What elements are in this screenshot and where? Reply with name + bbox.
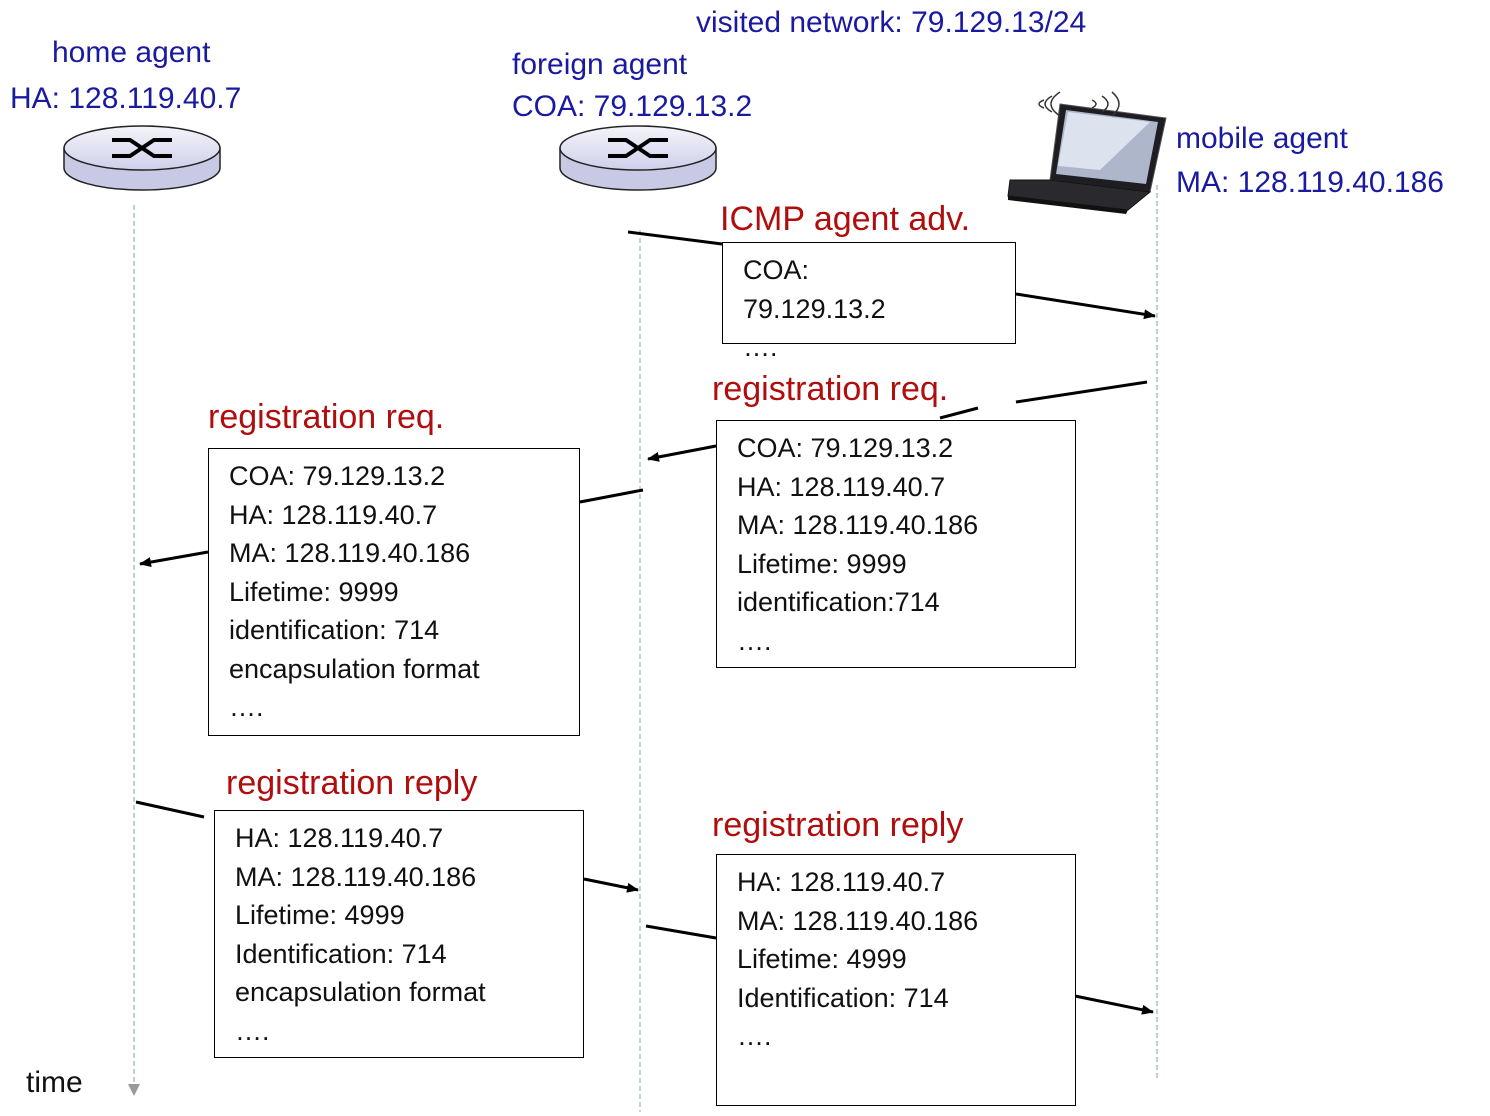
foreign-agent-address: COA: 79.129.13.2 [512, 90, 753, 123]
icmp-adv-message: COA: 79.129.13.2 …. [722, 242, 1016, 362]
message-line: COA: [743, 255, 810, 285]
reg-reply-foreign-message: HA: 128.119.40.7 MA: 128.119.40.186 Life… [716, 854, 1076, 1106]
message-line: HA: 128.119.40.7 [737, 867, 946, 897]
reg-req-mobile-message: COA: 79.129.13.2 HA: 128.119.40.7 MA: 12… [716, 420, 1076, 668]
message-line: MA: 128.119.40.186 [737, 905, 979, 936]
message-line: HA: 128.119.40.7 [235, 823, 444, 853]
message-line: identification:714 [737, 587, 940, 617]
visited-network-label: visited network: 79.129.13/24 [696, 6, 1087, 39]
message-line: identification: 714 [229, 615, 440, 645]
icmp-arrow-in [627, 230, 723, 246]
reg-reply-home-message: HA: 128.119.40.7 MA: 128.119.40.186 Life… [214, 810, 584, 1058]
message-line: …. [229, 692, 264, 722]
reg-req-home-message: COA: 79.129.13.2 HA: 128.119.40.7 MA: 12… [208, 448, 580, 736]
message-line: Lifetime: 4999 [235, 900, 405, 930]
mobile-agent-address: MA: 128.119.40.186 [1176, 166, 1444, 199]
message-line: MA: 128.119.40.186 [737, 510, 979, 540]
message-line: encapsulation format [235, 977, 486, 1007]
reg-req-mobile-title: registration req. [712, 370, 949, 408]
req-mobile-arrow-mid [939, 406, 979, 420]
reg-req-home-title: registration req. [208, 398, 445, 436]
message-line: …. [737, 625, 772, 656]
router-icon [63, 125, 221, 191]
time-label: time [26, 1066, 83, 1099]
reply-foreign-arrow-in [645, 924, 717, 940]
reply-home-arrow-out [583, 877, 639, 893]
reply-foreign-arrow-out [1074, 994, 1154, 1015]
router-icon [559, 125, 717, 191]
mobile-agent-title: mobile agent [1176, 122, 1348, 155]
message-line: HA: 128.119.40.7 [737, 471, 946, 502]
message-line: MA: 128.119.40.186 [229, 538, 471, 568]
message-line: Identification: 714 [235, 938, 447, 969]
icmp-arrow-out [1015, 292, 1156, 320]
message-line: encapsulation format [229, 653, 480, 684]
message-line: HA: 128.119.40.7 [229, 499, 438, 530]
req-mobile-arrow-out [647, 444, 717, 462]
home-agent-address: HA: 128.119.40.7 [10, 82, 242, 115]
message-line: COA: 79.129.13.2 [229, 461, 446, 491]
message-line: Lifetime: 9999 [229, 576, 399, 607]
req-home-arrow-out [139, 550, 209, 568]
icmp-adv-title: ICMP agent adv. [720, 200, 971, 238]
foreign-agent-title: foreign agent [512, 48, 688, 81]
message-line: Identification: 714 [737, 982, 949, 1013]
message-line: …. [743, 332, 778, 362]
req-home-arrow-in [579, 488, 644, 504]
message-line: COA: 79.129.13.2 [737, 433, 954, 463]
reply-home-arrow-in [135, 800, 205, 819]
reg-reply-foreign-title: registration reply [712, 806, 964, 844]
home-agent-title: home agent [52, 36, 211, 69]
message-line: Lifetime: 9999 [737, 548, 907, 579]
laptop-icon [1007, 91, 1167, 214]
message-line: 79.129.13.2 [743, 293, 886, 324]
message-line: MA: 128.119.40.186 [235, 861, 477, 892]
message-line: …. [737, 1021, 772, 1051]
reg-reply-home-title: registration reply [226, 764, 478, 802]
req-mobile-arrow-in [1015, 380, 1148, 404]
message-line: Lifetime: 4999 [737, 944, 907, 974]
message-line: …. [235, 1015, 270, 1046]
